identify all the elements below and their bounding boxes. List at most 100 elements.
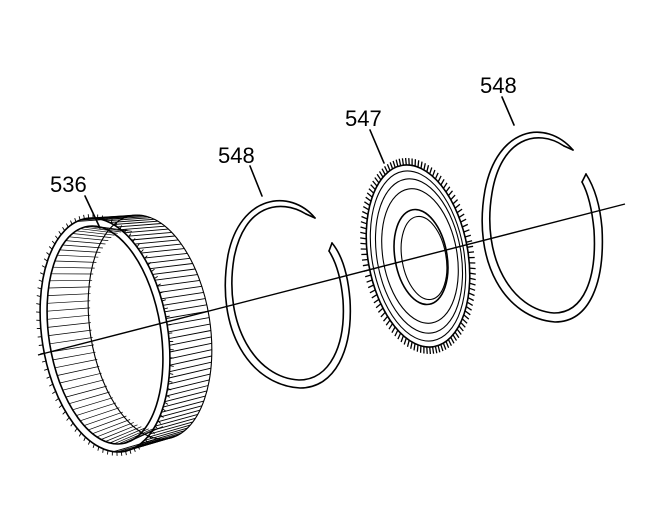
spline-line [431,346,435,354]
spline-line [38,344,43,346]
spline-line [80,407,120,422]
spline-line [166,310,209,319]
spline-line [169,361,212,373]
spline-line [362,264,369,267]
spline-line [420,161,423,169]
spline-line [429,346,432,355]
spline-line [370,184,376,191]
spline-line [404,157,407,166]
spline-line [161,400,204,413]
spline-line [154,413,198,427]
spline-line [417,160,420,168]
spline-line [54,359,98,369]
spline-line [366,279,373,283]
spline-line [360,242,367,245]
spline-line [87,214,90,219]
drum-inner-rim [46,225,164,445]
spline-line [164,402,169,405]
spline-line [442,342,447,350]
spline-line [469,272,476,275]
spline-line [132,238,136,243]
spline-line [105,426,142,442]
snap-ring-548-right [481,131,604,323]
spline-line [161,291,204,300]
spline-line [105,217,151,222]
spline-line [429,167,433,175]
spline-line [76,230,115,236]
spline-line [84,411,124,426]
spline-line [154,274,198,281]
spline-line [52,391,56,394]
spline-line [65,240,106,245]
spline-line [162,395,206,408]
spline-line [413,343,416,351]
spline-line [40,352,45,355]
spline-line [165,315,170,318]
spline-line [365,274,372,278]
spline-line [157,409,201,423]
spline-line [109,427,146,444]
callout-548-right: 548 [480,73,517,98]
spline-line [437,175,442,183]
spline-line [37,287,42,290]
spline-line [110,219,113,224]
spline-line [74,427,78,432]
spline-line [164,304,207,313]
snap-ring-right-gap-a [563,145,574,151]
spline-line [384,166,389,173]
spline-line [440,344,444,352]
spline-line [113,428,149,445]
snap-ring-right-inner [488,137,596,314]
snap-ring-left-gap-b [328,242,333,252]
spline-line [88,225,125,232]
spline-line [398,158,402,166]
spline-line [149,263,193,270]
spline-line [124,228,169,234]
spline-line [41,265,46,268]
spline-line [462,223,469,228]
spline-line [385,319,391,326]
leader-536 [84,195,101,229]
spline-line [74,218,77,223]
spline-line [137,243,182,249]
spline-line [366,192,373,198]
spline-line [70,422,74,427]
spline-line [117,438,162,453]
spline-line [43,258,48,262]
spline-line [128,233,132,238]
spline-line [460,321,466,328]
spline-line [450,336,455,344]
spline-line [48,329,92,336]
spline-line [468,287,476,291]
spline-line [360,237,367,240]
snap-ring-right-gap-b [581,173,587,183]
spline-line [154,425,159,430]
spline-line [156,283,161,287]
spline-line [401,158,405,166]
spline-line [122,428,157,444]
spline-line [62,244,103,249]
spline-line [169,365,174,367]
spline-line [52,266,95,269]
spline-line [47,293,91,296]
spline-line [460,218,467,223]
spline-line [163,298,206,306]
spline-line [88,415,127,431]
spline-line [120,451,123,456]
spline-line [118,428,153,445]
spline-line [133,447,136,452]
spline-line [464,310,471,316]
spline-line [361,258,368,261]
spline-line [147,257,191,264]
callout-536: 536 [50,172,87,197]
spline-line [400,335,405,343]
spline-line [78,216,81,221]
spline-line [467,245,474,248]
spline-line [364,201,371,206]
spline-line [458,325,464,332]
spline-line [373,298,380,304]
spline-line [447,339,452,346]
spline-line [78,432,82,437]
spline-line [167,379,210,391]
